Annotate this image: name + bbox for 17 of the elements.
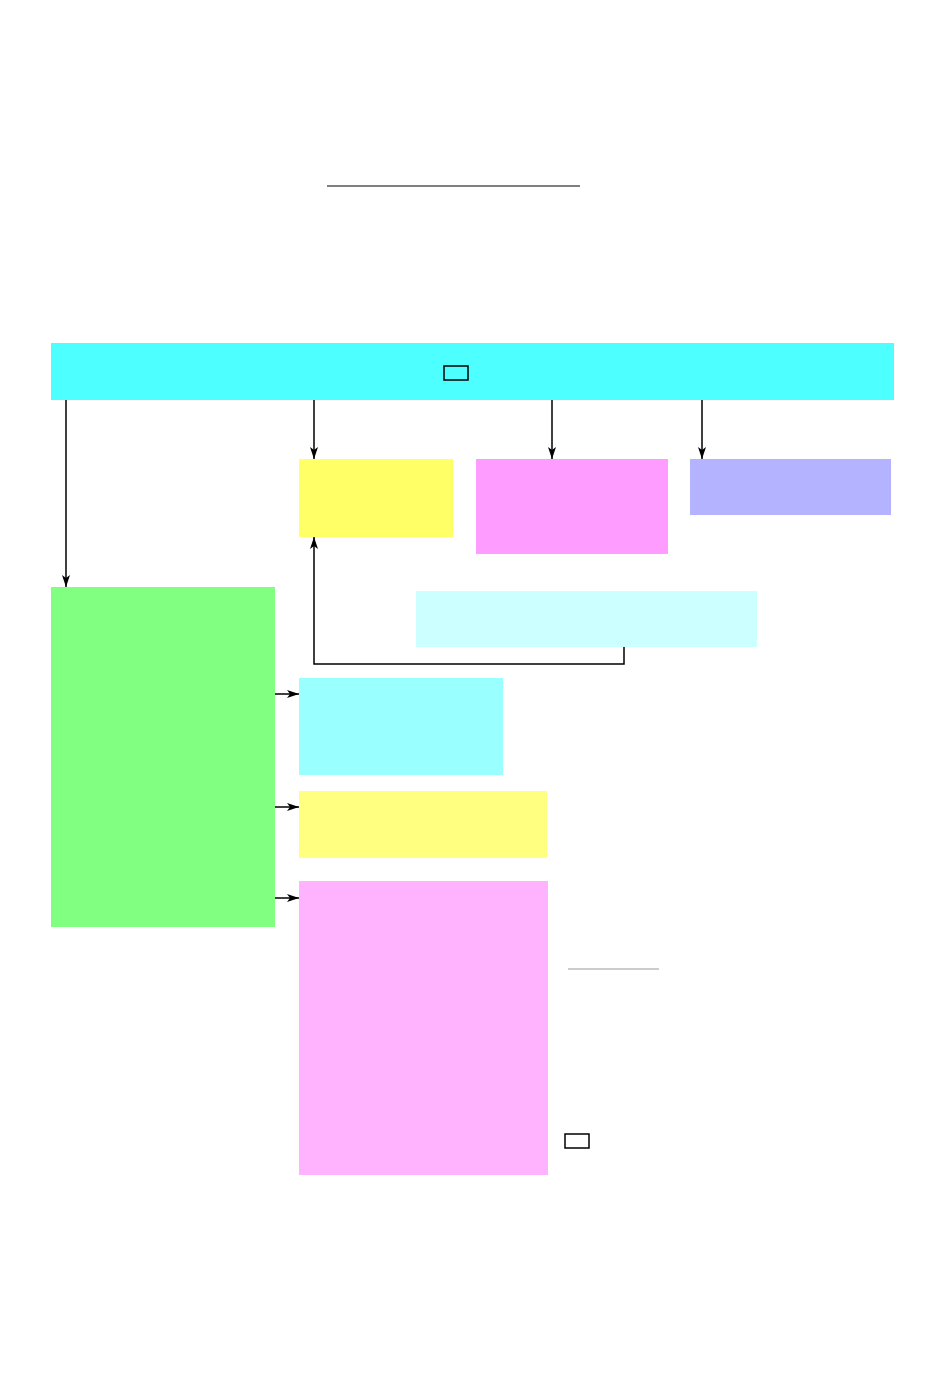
process-box xyxy=(299,881,548,1175)
arrow xyxy=(310,399,318,460)
arrow xyxy=(310,536,625,665)
banner-bar xyxy=(51,343,894,400)
process-box xyxy=(299,459,453,537)
process-box xyxy=(299,678,503,775)
process-box xyxy=(416,591,757,647)
arrow xyxy=(274,894,300,902)
process-box xyxy=(476,459,668,554)
arrow xyxy=(698,399,706,460)
arrow xyxy=(274,803,300,811)
arrow xyxy=(548,399,556,460)
arrow xyxy=(62,399,70,588)
arrow xyxy=(274,690,300,698)
process-box xyxy=(299,791,547,858)
process-box xyxy=(51,587,275,927)
process-box xyxy=(690,459,891,515)
